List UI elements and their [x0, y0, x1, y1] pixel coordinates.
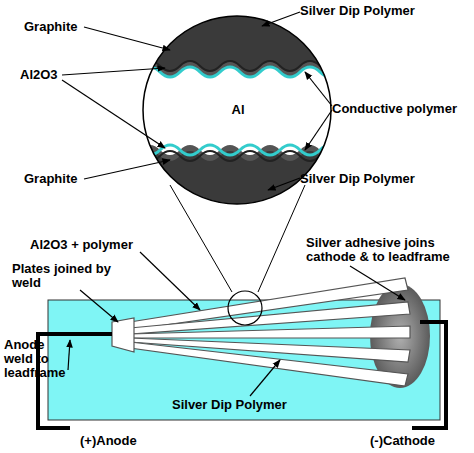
- part-label: Anode weld to leadframe: [4, 338, 66, 380]
- layer-label: Graphite: [24, 20, 94, 34]
- terminal-label: (-)Cathode: [370, 434, 470, 448]
- terminal-label: (+)Anode: [80, 434, 170, 448]
- cathode-leadframe: [412, 322, 446, 428]
- leader-lines: [62, 12, 332, 190]
- layer-label: Silver Dip Polymer: [300, 4, 460, 18]
- layer-label: Conductive polymer: [332, 102, 470, 116]
- layer-label: Graphite: [24, 172, 94, 186]
- part-label: Silver Dip Polymer: [170, 398, 289, 412]
- anode-leadframe: [38, 334, 112, 428]
- layer-label: Al: [223, 103, 253, 117]
- plates: [130, 278, 410, 386]
- layer-label: Silver Dip Polymer: [300, 172, 460, 186]
- weld: [112, 318, 134, 352]
- layer-label: Al2O3: [20, 68, 70, 82]
- part-label: Al2O3 + polymer: [30, 238, 160, 252]
- part-label: Silver adhesive joins cathode & to leadf…: [306, 236, 466, 264]
- part-label: Plates joined by weld: [12, 262, 122, 290]
